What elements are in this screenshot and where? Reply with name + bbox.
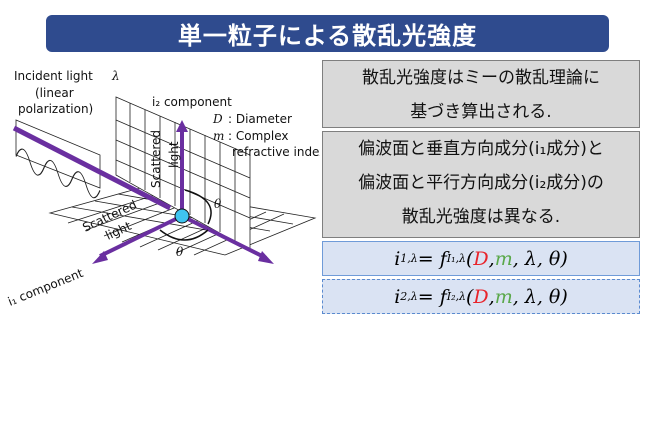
theta-arc-v [184,189,212,225]
svg-text:Incident light: Incident light [14,69,93,83]
svg-text:refractive index: refractive index [232,145,320,159]
text-line: 偏波面と平行方向成分(i₂成分)の [358,173,604,193]
svg-text:θ: θ [176,245,184,259]
svg-text:D: D [212,112,223,126]
i1-arrow [99,214,183,258]
scattering-diagram: Incident light λ (linear polarization) i… [6,69,320,309]
polarization-text: 偏波面と垂直方向成分(i₁成分)と 偏波面と平行方向成分(i₂成分)の 散乱光強… [322,131,640,238]
text-line: 基づき算出される. [410,102,552,122]
slide-title: 単一粒子による散乱光強度 [46,15,609,52]
svg-text:polarization): polarization) [18,102,93,116]
svg-text:θ: θ [214,197,222,211]
svg-text:: Complex: : Complex [228,129,289,143]
svg-text:(linear: (linear [35,86,74,100]
incident-arrow [12,125,172,211]
theta-arc-h [159,229,209,241]
text-line: 散乱光強度はミーの散乱理論に [362,68,600,88]
svg-text:i₁ component: i₁ component [6,266,86,309]
particle-icon [174,208,190,224]
svg-text:: Diameter: : Diameter [228,112,292,126]
svg-text:Scattered: Scattered [149,130,163,188]
text-line: 散乱光強度は異なる. [401,207,561,227]
svg-text:i₂ component: i₂ component [152,95,232,109]
forward-arrow [181,214,267,260]
svg-text:light: light [167,141,181,168]
mie-theory-text: 散乱光強度はミーの散乱理論に 基づき算出される. [322,60,640,128]
svg-text:λ: λ [111,69,120,83]
text-line: 偏波面と垂直方向成分(i₁成分)と [358,139,604,159]
svg-text:m: m [213,129,224,143]
wave-plane [15,119,101,199]
